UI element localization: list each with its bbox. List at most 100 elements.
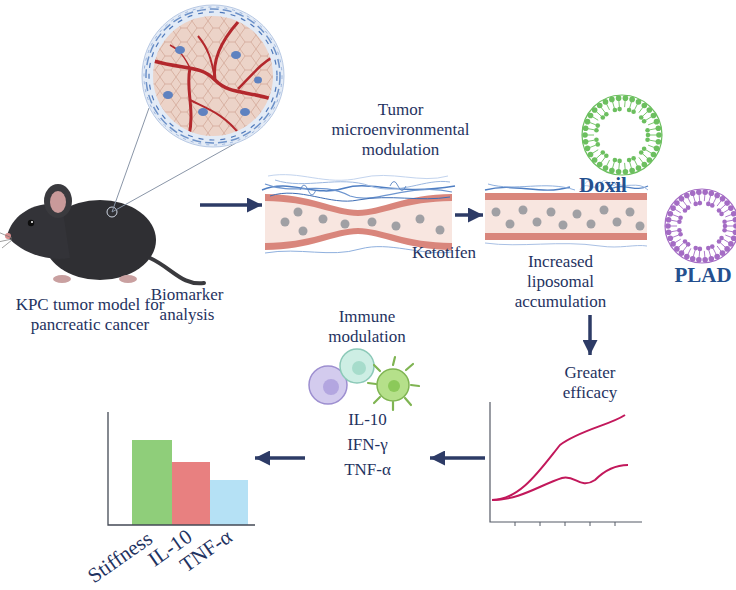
- collagen-fibers: [262, 175, 455, 253]
- lipid-head: [639, 115, 644, 120]
- lipid-head: [631, 109, 636, 114]
- lipid-tail: [727, 220, 734, 221]
- lipid-tail: [699, 251, 701, 258]
- blood-vessel: [265, 194, 452, 250]
- lipid-tail: [693, 250, 695, 257]
- lipid-head: [623, 95, 629, 101]
- lipid-tail: [723, 209, 729, 213]
- lipid-head: [616, 95, 622, 101]
- lipid-tail: [639, 157, 643, 163]
- lipid-tail: [612, 101, 614, 108]
- lipid-head: [627, 158, 632, 163]
- collagen-fibers-part: [265, 184, 452, 198]
- lipid-tail: [678, 204, 683, 209]
- lipid-head: [723, 224, 728, 229]
- lipid-head: [706, 202, 711, 207]
- blood-vessel-part: [587, 220, 596, 229]
- magnified-tumor-part: [142, 5, 284, 147]
- liposome: Doxil: [583, 95, 663, 200]
- lipid-tail: [587, 135, 594, 136]
- magnified-tumor-part: [144, 7, 282, 145]
- lipid-head: [678, 232, 683, 237]
- lipid-tail: [630, 162, 632, 169]
- lipid-head: [617, 159, 622, 164]
- mouse-illustration-part: [53, 275, 71, 283]
- line-chart-part: [492, 415, 625, 500]
- collagen-fibers-part: [300, 182, 406, 196]
- lipid-head: [583, 139, 589, 145]
- blood-vessel-part: [547, 208, 556, 217]
- lipid-tail: [618, 100, 620, 107]
- liposome-ring: [582, 95, 662, 175]
- collagen-fibers-part: [268, 175, 448, 181]
- lipid-head: [600, 150, 605, 155]
- lipid-head: [722, 228, 727, 233]
- process-step: Tumor microenvironmental modulation: [262, 95, 455, 260]
- lipid-tail: [601, 107, 605, 113]
- lipid-head: [645, 128, 650, 133]
- mouse-illustration-part: [31, 221, 33, 223]
- lipid-head: [719, 212, 724, 217]
- immune-cells-part: [368, 357, 419, 410]
- blood-vessel-part: [485, 200, 647, 233]
- lipid-tail: [671, 220, 678, 221]
- blood-vessel-part: [519, 206, 528, 215]
- lipid-tail: [713, 197, 716, 203]
- lipid-head: [710, 244, 715, 249]
- lipid-tail: [727, 226, 734, 227]
- lipid-tail: [648, 145, 655, 148]
- cytokine-name: IFN-γ: [305, 435, 430, 455]
- lipid-tail: [675, 239, 681, 243]
- lipid-head: [600, 115, 605, 120]
- collagen-fibers-part: [485, 187, 570, 190]
- liposome-ring: [665, 189, 736, 263]
- lipid-tail: [592, 150, 598, 154]
- magnified-tumor-part: [170, 45, 190, 68]
- lipid-head: [702, 189, 708, 195]
- bar-chart-part: [172, 462, 210, 525]
- lipid-head: [733, 217, 736, 223]
- lipid-tail: [725, 235, 732, 238]
- lipid-head: [733, 229, 736, 235]
- lipid-tail: [650, 135, 657, 136]
- lipid-tail: [588, 140, 595, 141]
- lipid-head: [613, 108, 618, 113]
- lipid-head: [677, 228, 682, 233]
- mouse-illustration-part: [44, 184, 72, 218]
- blood-vessel-part: [265, 201, 452, 243]
- lipid-head: [696, 257, 702, 263]
- lipid-head: [617, 107, 622, 112]
- lipid-tail: [643, 111, 648, 116]
- lipid-head: [656, 125, 662, 131]
- lipid-tail: [592, 117, 598, 121]
- lipid-head: [686, 205, 691, 210]
- magnified-tumor-part: [175, 46, 185, 54]
- blood-vessel-part: [506, 220, 515, 229]
- lipid-head: [731, 235, 736, 241]
- lipid-tail: [688, 248, 691, 254]
- lipid-head: [683, 239, 688, 244]
- magnified-tumor-part: [240, 108, 250, 116]
- blood-vessel-part: [533, 218, 542, 227]
- lipid-head: [582, 132, 588, 138]
- lipid-head: [702, 257, 708, 263]
- lipid-head: [722, 219, 727, 224]
- lipid-tail: [670, 226, 677, 227]
- lipid-tail: [646, 117, 652, 121]
- blood-vessel-part: [485, 193, 647, 240]
- cytokine-name: IL-10: [305, 410, 430, 430]
- lipid-tail: [624, 163, 626, 170]
- immune-cells-part: [352, 361, 366, 375]
- immune-cells-part: [340, 349, 374, 383]
- blood-vessel-part: [416, 215, 425, 224]
- lipid-tail: [634, 104, 637, 110]
- magnified-tumor-part: [198, 108, 208, 116]
- step-title: Immune modulation: [317, 307, 417, 347]
- lipid-head: [627, 108, 632, 113]
- lipid-head: [678, 215, 683, 220]
- lipid-tail: [699, 194, 701, 201]
- lipid-tail: [650, 140, 657, 141]
- immune-cells: [309, 349, 419, 410]
- lipid-tail: [717, 200, 721, 206]
- step-title: Greater efficacy: [545, 363, 635, 403]
